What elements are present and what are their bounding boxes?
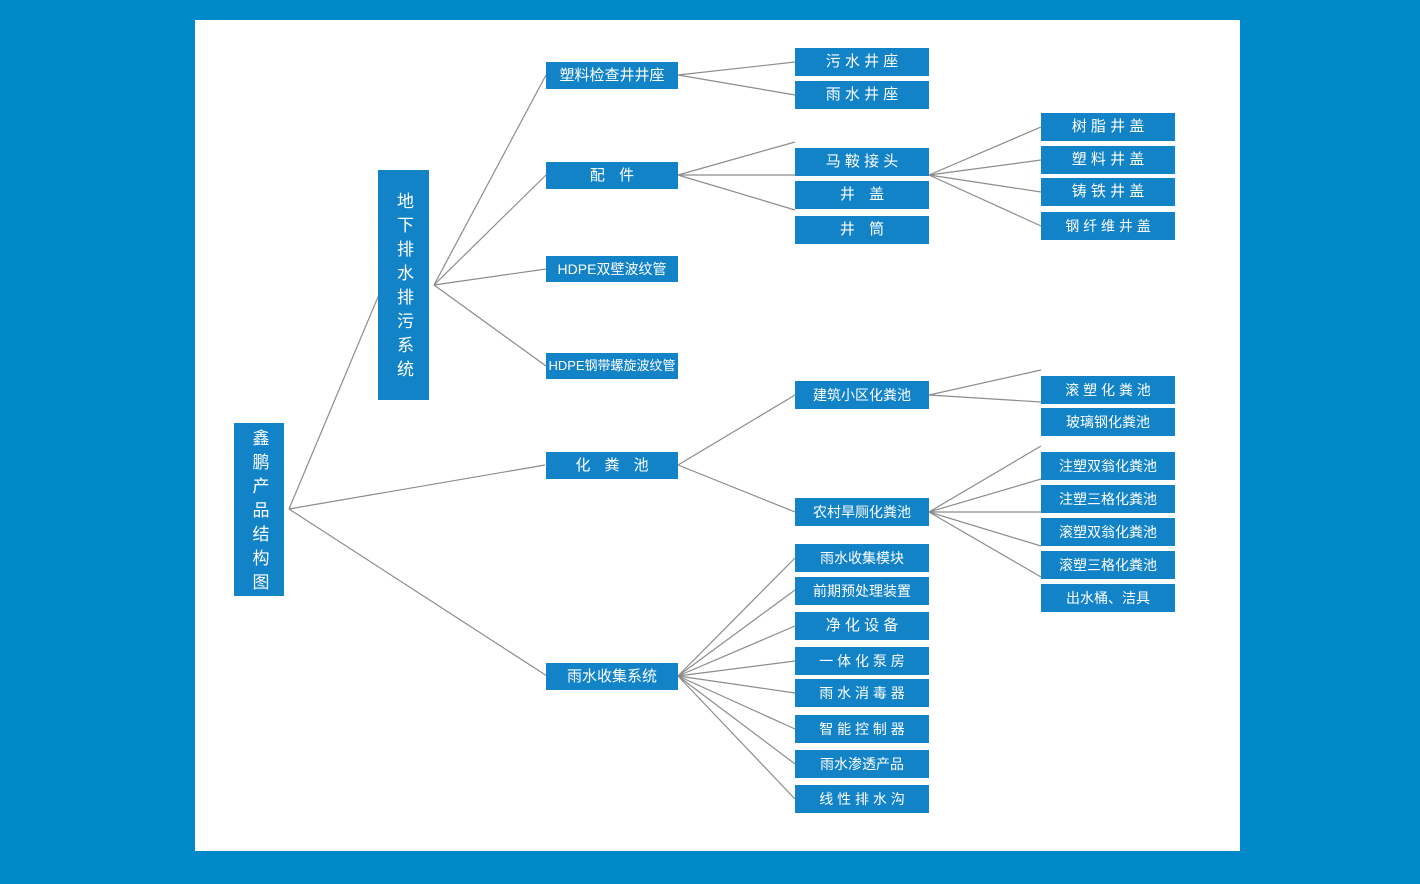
- edge-rain-disinfect: [677, 675, 796, 694]
- edge-drainage-hdpe2: [433, 284, 547, 367]
- node-rainwater-disinfector[interactable]: 雨 水 消 毒 器: [795, 679, 929, 707]
- node-steel-fiber-well-cover[interactable]: 钢 纤 维 井 盖: [1041, 212, 1175, 240]
- edge-rural-roto-triple: [928, 511, 1042, 547]
- edge-cover-cast-iron: [928, 174, 1042, 193]
- node-community-septic-tank[interactable]: 建筑小区化粪池: [795, 381, 929, 409]
- edge-inspection-rain: [677, 74, 796, 96]
- diagram-canvas: 鑫鹏产品结构图 地下排水排污系统 化 粪 池 雨水收集系统 塑料检查井井座 配 …: [195, 20, 1240, 851]
- node-fittings[interactable]: 配 件: [546, 162, 678, 189]
- edge-rain-pretreat: [677, 589, 796, 677]
- node-rotomolded-septic-tank[interactable]: 滚 塑 化 粪 池: [1041, 376, 1175, 404]
- edge-drainage-inspection: [433, 74, 547, 286]
- edge-rural-inj-double: [928, 445, 1042, 513]
- edge-septic-rural: [677, 464, 796, 513]
- node-plastic-well-cover[interactable]: 塑 料 井 盖: [1041, 146, 1175, 174]
- edge-drainage-hdpe1: [433, 268, 547, 286]
- node-saddle-joint[interactable]: 马 鞍 接 头: [795, 148, 929, 176]
- node-pre-treatment-device[interactable]: 前期预处理装置: [795, 577, 929, 605]
- edge-root-septic: [288, 464, 546, 510]
- node-rainwater-well-base[interactable]: 雨 水 井 座: [795, 81, 929, 109]
- edge-fittings-saddle: [677, 141, 796, 176]
- node-septic-tank[interactable]: 化 粪 池: [546, 452, 678, 479]
- node-linear-drainage-channel[interactable]: 线 性 排 水 沟: [795, 785, 929, 813]
- node-plastic-inspection-well-base[interactable]: 塑料检查井井座: [546, 62, 678, 89]
- edge-fittings-shaft: [677, 174, 796, 211]
- node-rural-toilet-septic-tank[interactable]: 农村旱厕化粪池: [795, 498, 929, 526]
- node-sewage-well-base[interactable]: 污 水 井 座: [795, 48, 929, 76]
- edge-community-rotomold: [928, 369, 1042, 396]
- node-root[interactable]: 鑫鹏产品结构图: [234, 423, 284, 597]
- edge-root-drainage: [288, 284, 384, 510]
- node-hdpe-double-wall-corrugated-pipe[interactable]: HDPE双壁波纹管: [546, 256, 678, 282]
- edge-rain-module: [677, 557, 796, 677]
- node-well-cover[interactable]: 井 盖: [795, 181, 929, 209]
- node-outlet-bucket-and-sanitary-ware[interactable]: 出水桶、洁具: [1041, 584, 1175, 612]
- node-rainwater-infiltration-products[interactable]: 雨水渗透产品: [795, 750, 929, 778]
- node-rainwater-collection-module[interactable]: 雨水收集模块: [795, 544, 929, 572]
- node-cast-iron-well-cover[interactable]: 铸 铁 井 盖: [1041, 178, 1175, 206]
- edge-rural-inj-triple: [928, 478, 1042, 513]
- edge-rain-channel: [677, 675, 796, 800]
- node-rotomolded-double-chamber-septic-tank[interactable]: 滚塑双翁化粪池: [1041, 518, 1175, 546]
- node-rotomolded-three-compartment-septic-tank[interactable]: 滚塑三格化粪池: [1041, 551, 1175, 579]
- node-rainwater-system[interactable]: 雨水收集系统: [546, 663, 678, 690]
- edge-cover-plastic: [928, 159, 1042, 176]
- node-smart-controller[interactable]: 智 能 控 制 器: [795, 715, 929, 743]
- edge-community-frp: [928, 394, 1042, 403]
- node-integrated-pump-house[interactable]: 一 体 化 泵 房: [795, 647, 929, 675]
- node-purification-equipment[interactable]: 净 化 设 备: [795, 612, 929, 640]
- node-well-shaft[interactable]: 井 筒: [795, 216, 929, 244]
- edge-septic-community: [677, 394, 796, 466]
- edge-cover-steel-fiber: [928, 174, 1042, 227]
- edge-rain-controller: [677, 675, 796, 730]
- edge-layer: [288, 61, 1042, 800]
- node-resin-well-cover[interactable]: 树 脂 井 盖: [1041, 113, 1175, 141]
- node-frp-septic-tank[interactable]: 玻璃钢化粪池: [1041, 408, 1175, 436]
- edge-rain-purify: [677, 625, 796, 677]
- edge-rain-pump: [677, 660, 796, 677]
- node-injection-double-chamber-septic-tank[interactable]: 注塑双翁化粪池: [1041, 452, 1175, 480]
- node-injection-three-compartment-septic-tank[interactable]: 注塑三格化粪池: [1041, 485, 1175, 513]
- edge-inspection-sewage: [677, 61, 796, 76]
- node-drainage-system[interactable]: 地下排水排污系统: [378, 170, 429, 400]
- node-hdpe-steel-belt-spiral-corrugated-pipe[interactable]: HDPE钢带螺旋波纹管: [546, 353, 678, 379]
- edge-rural-bucket: [928, 511, 1042, 578]
- edge-cover-resin: [928, 126, 1042, 176]
- edge-root-rainwater: [288, 508, 548, 677]
- edge-rain-infiltration: [677, 675, 796, 765]
- edge-drainage-fittings: [433, 174, 547, 286]
